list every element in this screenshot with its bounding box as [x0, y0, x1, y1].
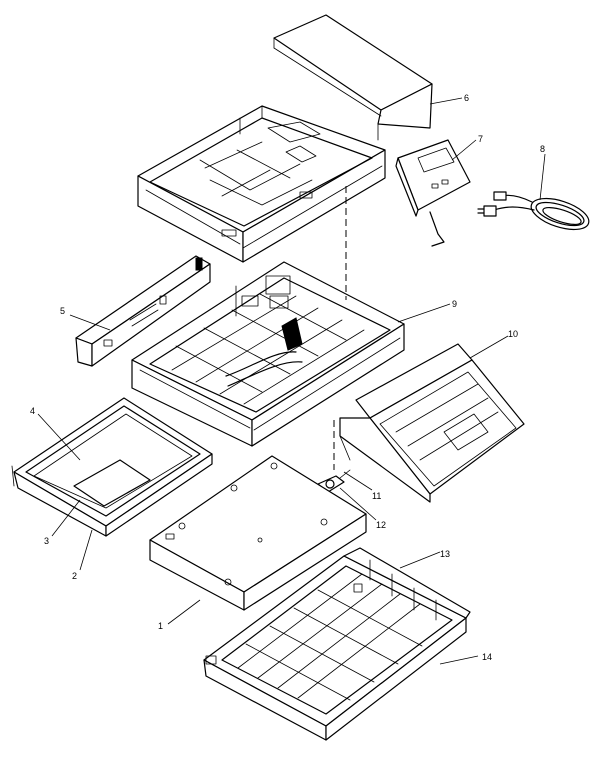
callout-labels: 1 2 3 4 5 6 7 8 9 10 11 12 13 14 [30, 93, 545, 662]
callout-8: 8 [540, 144, 545, 154]
leader-lines [37, 97, 546, 665]
callout-11: 11 [372, 491, 381, 501]
part-5-side-rail [75, 255, 211, 367]
callout-1: 1 [158, 621, 163, 631]
part-3-pressure-plate [73, 459, 151, 507]
callout-10: 10 [508, 329, 518, 339]
part-2-cassette [11, 397, 213, 537]
callout-6: 6 [464, 93, 469, 103]
part-8-power-cord [477, 191, 590, 231]
part-1-base-unit [149, 455, 367, 611]
part-13-lower-tray [203, 547, 471, 741]
callout-12: 12 [376, 520, 386, 530]
callout-5: 5 [60, 306, 65, 316]
part-6-top-cover [273, 14, 433, 129]
callout-3: 3 [44, 536, 49, 546]
callout-14: 14 [482, 652, 492, 662]
callout-2: 2 [72, 571, 77, 581]
upper-tray [137, 105, 386, 263]
part-9-drawer-frame [131, 261, 405, 447]
callout-9: 9 [452, 299, 457, 309]
part-7-display-panel [395, 139, 471, 247]
part-10-output-tray [339, 343, 525, 503]
callout-13: 13 [440, 549, 450, 559]
callout-7: 7 [478, 134, 483, 144]
callout-4: 4 [30, 406, 35, 416]
